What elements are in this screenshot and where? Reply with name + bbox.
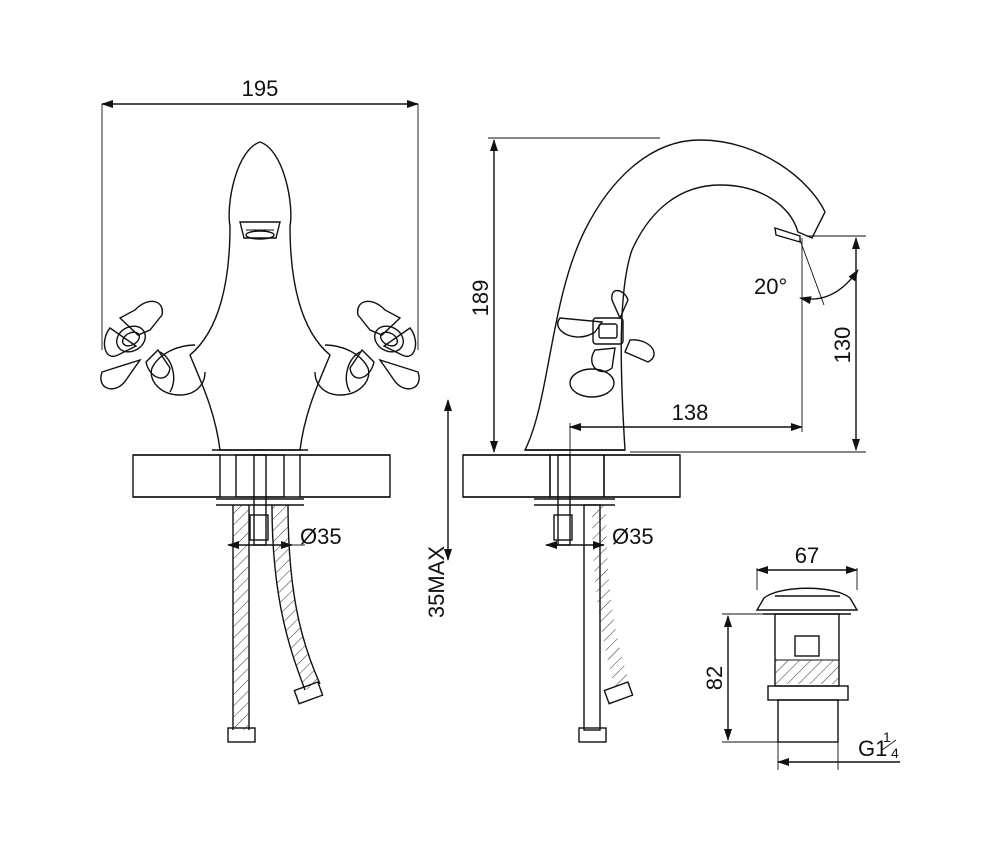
side-handle [557, 289, 655, 398]
spout-height-label: 130 [830, 327, 855, 364]
front-view: 195 [100, 76, 420, 743]
left-handle [100, 300, 171, 390]
side-view: 189 35MAX 138 130 20 [424, 137, 866, 743]
right-handle [349, 300, 420, 390]
side-countertop [462, 454, 551, 498]
side-diameter-label: Ø35 [612, 524, 654, 549]
angle-label: 20° [754, 274, 787, 299]
side-height-label: 189 [468, 280, 493, 317]
reach-label: 138 [672, 400, 709, 425]
waste-thread-num: 1 [883, 729, 891, 745]
deck-thickness-label: 35MAX [424, 546, 449, 618]
waste-thread-den: 4 [891, 745, 899, 761]
waste-view: 67 82 G1 1 4 [702, 543, 900, 770]
waste-height-label: 82 [702, 666, 727, 690]
front-countertop [132, 454, 221, 498]
front-diameter-label: Ø35 [300, 524, 342, 549]
angle-arc [799, 269, 859, 305]
side-spout [523, 139, 826, 451]
waste-width-label: 67 [795, 543, 819, 568]
front-width-label: 195 [242, 76, 279, 101]
waste-thread-label: G1 [858, 736, 887, 761]
front-body [189, 141, 331, 451]
